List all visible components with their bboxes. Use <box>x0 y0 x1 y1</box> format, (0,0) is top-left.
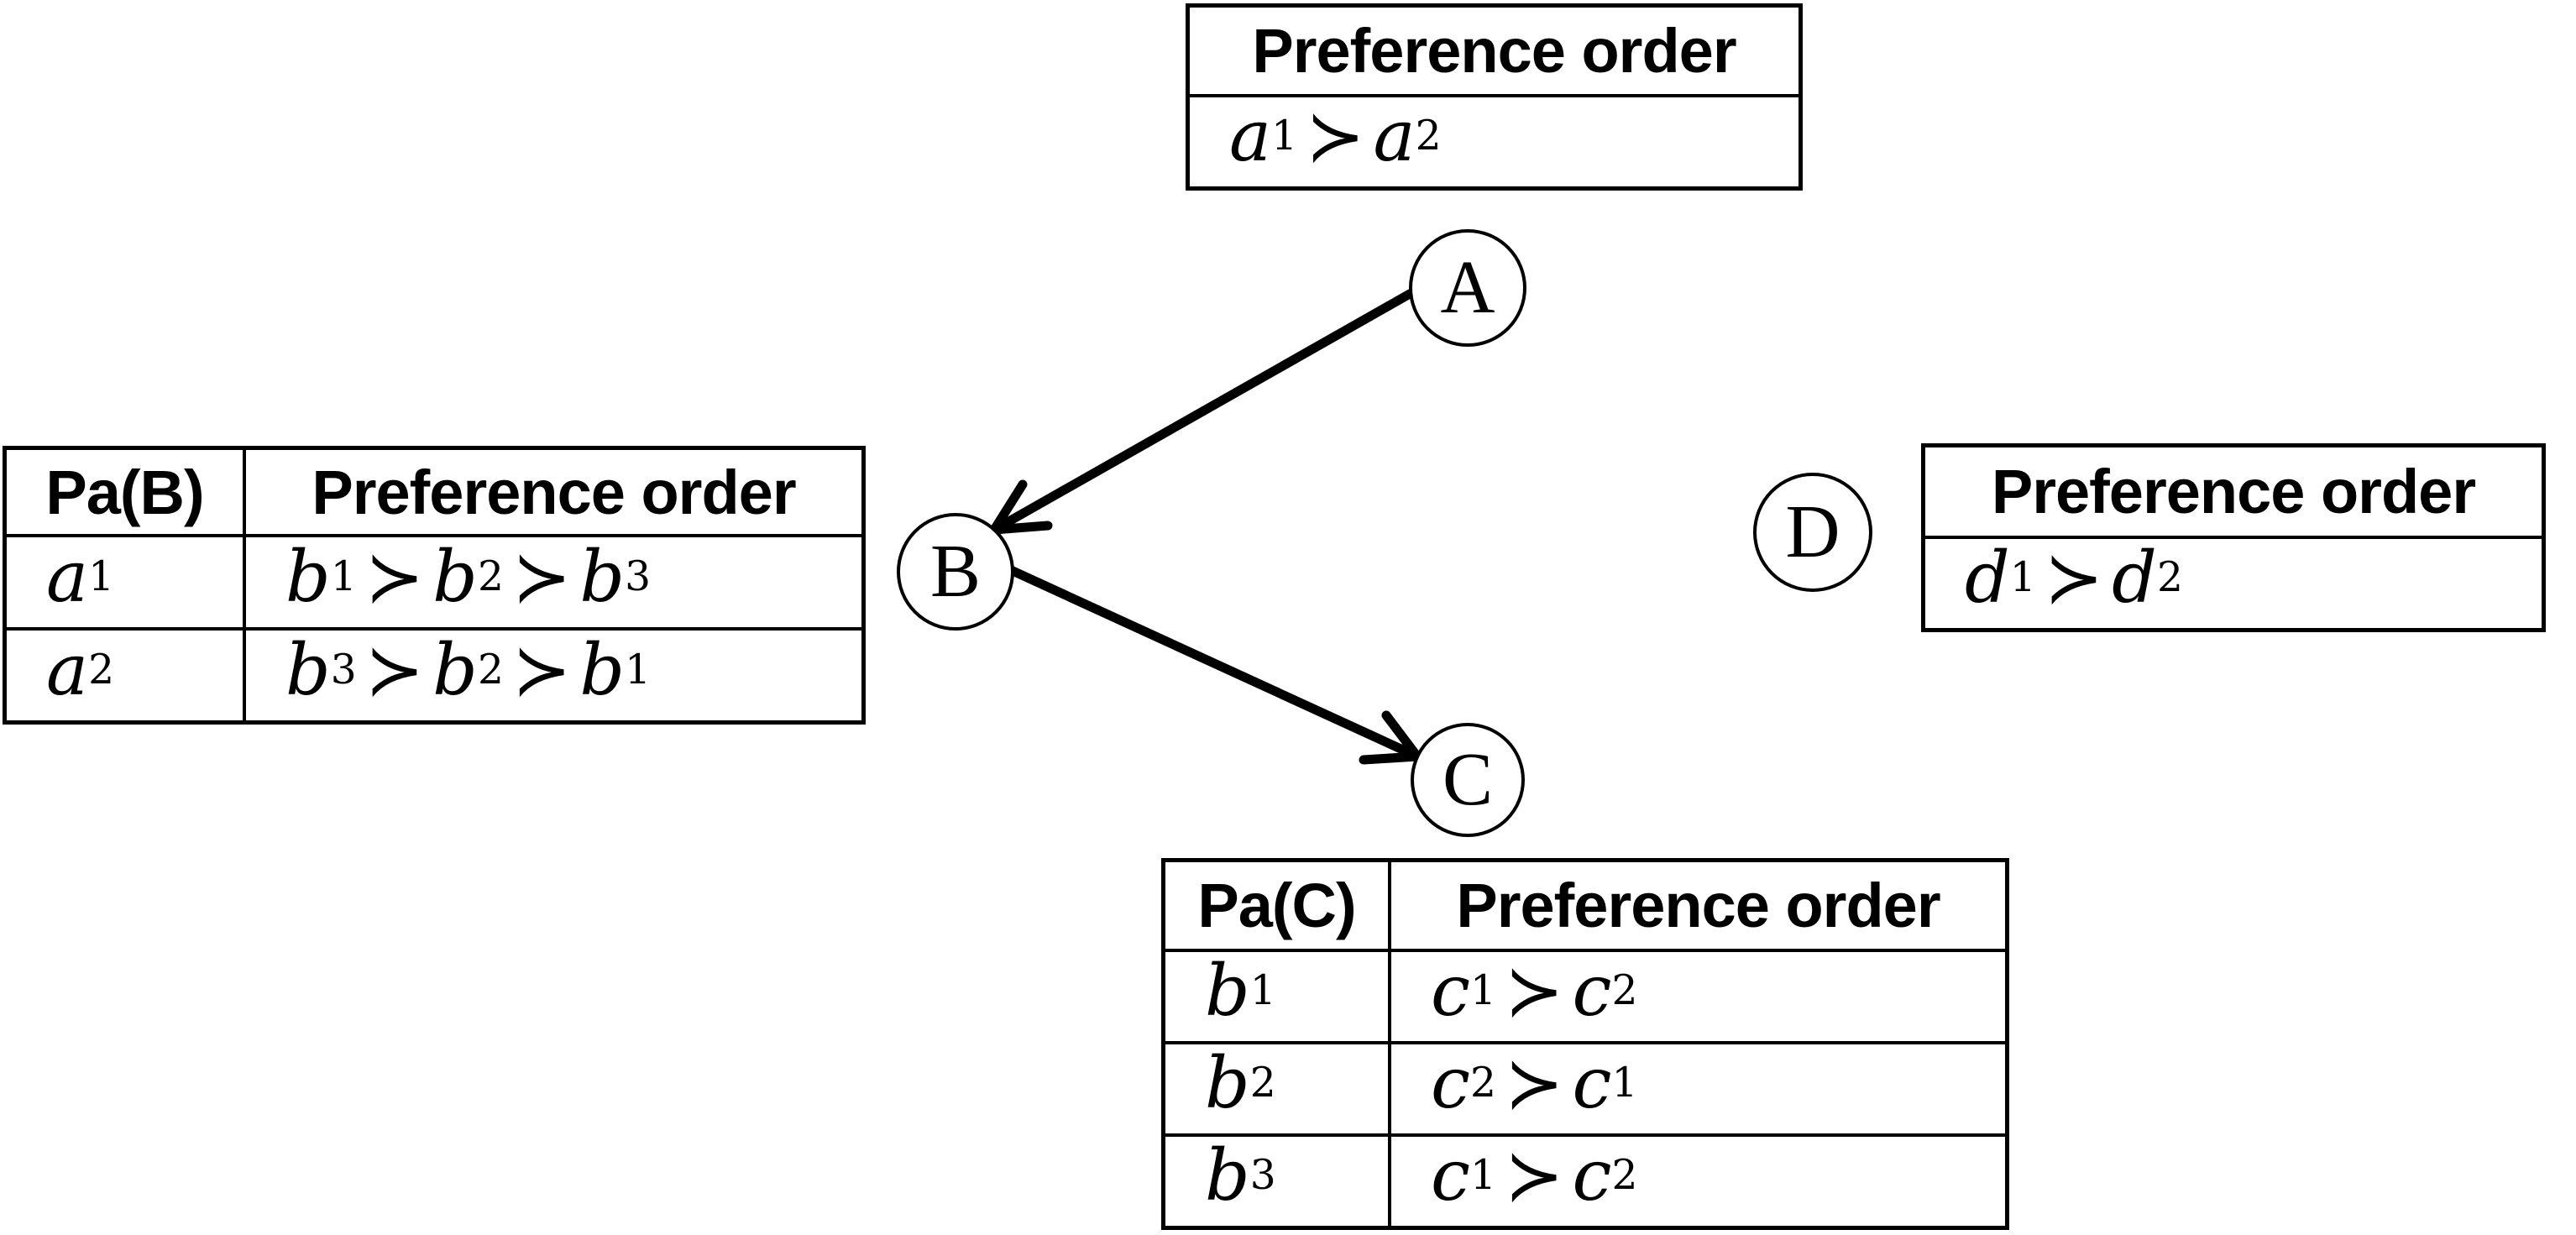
table-header-row: Pa(B) Preference order <box>7 450 861 534</box>
node-b-label: B <box>929 530 982 613</box>
table-header-row: Preference order <box>1190 8 1798 94</box>
node-b: B <box>897 513 1014 631</box>
node-d-label: D <box>1785 490 1840 573</box>
edge-a-b-shaft <box>989 289 1415 535</box>
node-c: C <box>1411 723 1525 837</box>
parent-column-header: Pa(B) <box>7 450 246 534</box>
edge-b-c-arrowhead-icon <box>1359 710 1422 765</box>
parent-column-header: Pa(C) <box>1165 862 1391 949</box>
node-d: D <box>1753 473 1872 592</box>
edge-a-to-b <box>989 289 1415 535</box>
node-c-label: C <box>1442 738 1494 821</box>
edge-a-b-arrowhead-icon <box>989 479 1053 535</box>
edge-b-to-c <box>1006 565 1422 765</box>
preference-order-header: Preference order <box>1991 457 2476 526</box>
preference-order-header: Preference order <box>1252 16 1736 86</box>
table-header-row: Pa(C) Preference order <box>1165 862 2005 949</box>
table-header-row: Preference order <box>1925 447 2542 536</box>
edge-b-c-shaft <box>1006 565 1422 761</box>
preference-order-header: Preference order <box>1456 871 1940 940</box>
node-a-label: A <box>1440 246 1495 329</box>
preference-order-header: Preference order <box>312 457 796 527</box>
node-a: A <box>1409 229 1526 347</box>
